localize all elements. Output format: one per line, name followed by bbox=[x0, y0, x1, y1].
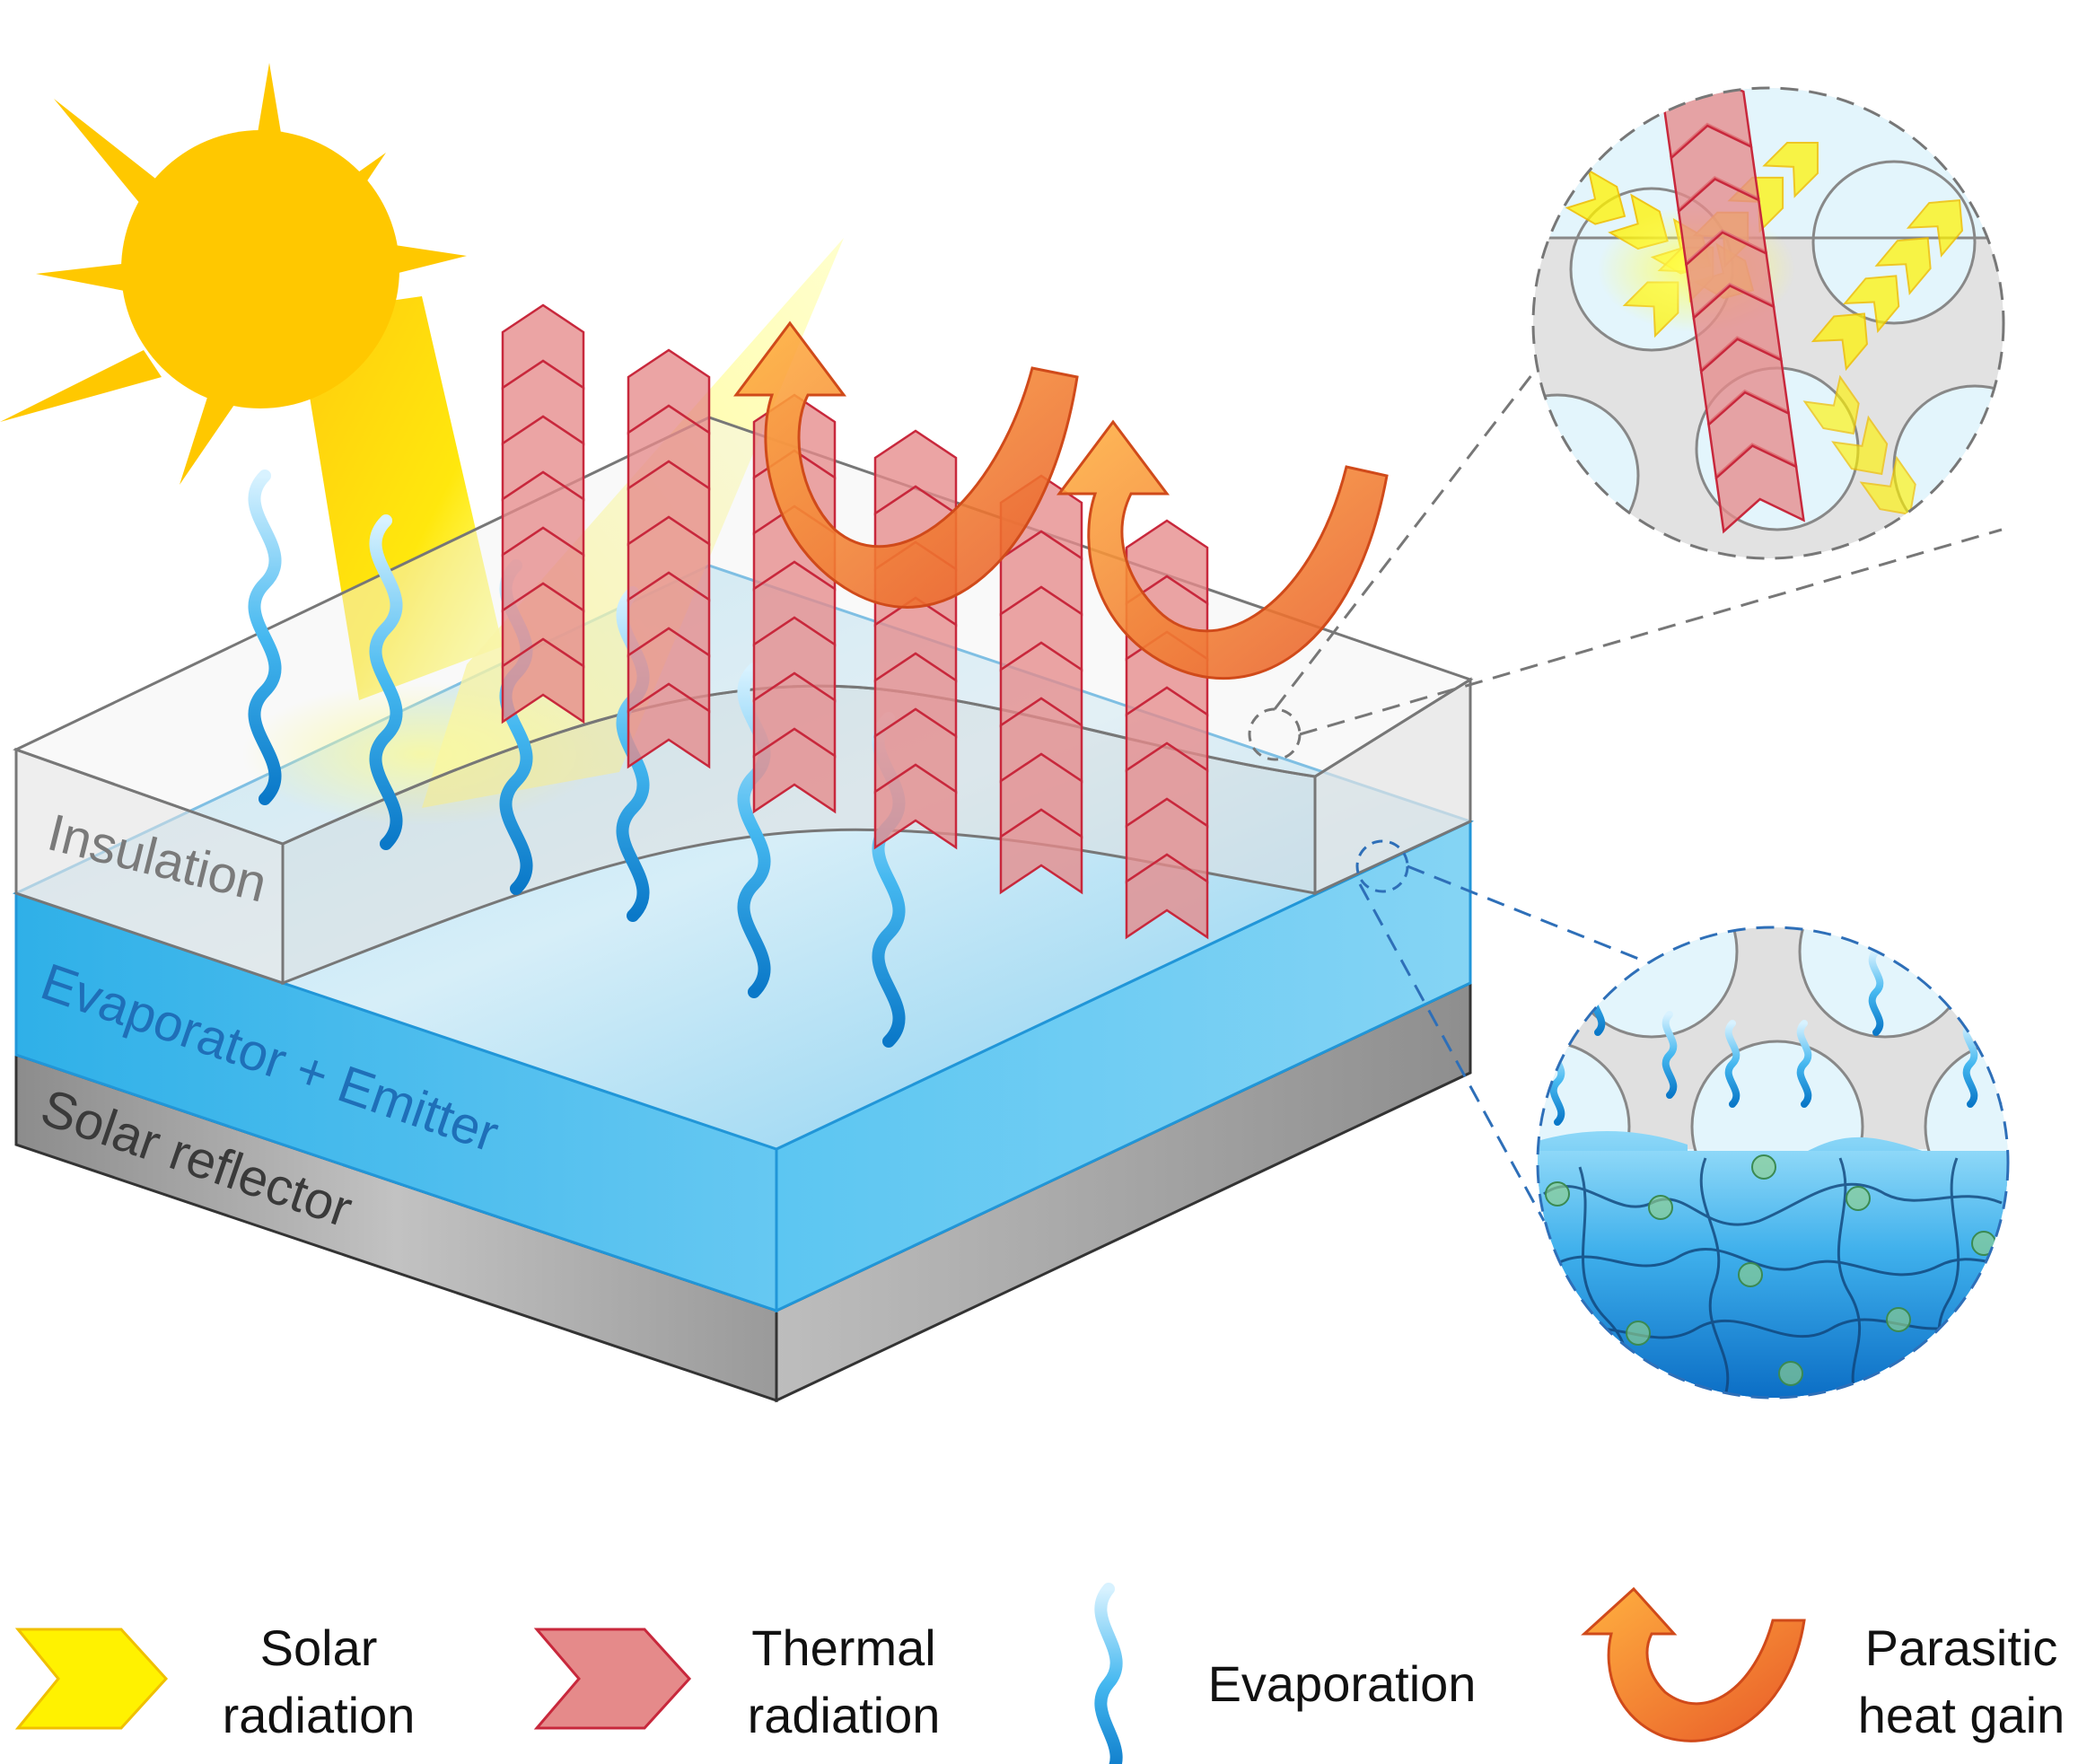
legend-parasitic-line2: heat gain bbox=[1858, 1687, 2065, 1743]
legend-item-solar: Solar radiation bbox=[14, 1619, 416, 1743]
thermal-column bbox=[1125, 519, 1209, 939]
legend: Solar radiation Thermal radiation Evapor… bbox=[14, 1583, 2065, 1764]
legend-item-parasitic: Parasitic heat gain bbox=[1581, 1586, 2065, 1743]
sun-icon bbox=[0, 63, 467, 485]
parasitic-heat-arrows bbox=[733, 320, 1389, 680]
legend-solar-line1: Solar bbox=[260, 1619, 378, 1676]
thermal-column bbox=[627, 348, 711, 768]
legend-item-evaporation: Evaporation bbox=[1094, 1583, 1477, 1764]
thermal-column bbox=[873, 429, 958, 849]
insulation-zoom-inset bbox=[1531, 86, 2005, 560]
evaporator-layer bbox=[12, 564, 1475, 1313]
evaporator-zoom-inset bbox=[1536, 926, 2010, 1400]
legend-thermal-line1: Thermal bbox=[751, 1619, 935, 1676]
parasitic-curved-arrow-icon bbox=[1581, 1586, 1806, 1742]
legend-thermal-line2: radiation bbox=[748, 1687, 941, 1743]
parasitic-curved-arrow-icon bbox=[1057, 419, 1389, 680]
parasitic-curved-arrow-icon bbox=[733, 320, 1079, 609]
thermal-column bbox=[501, 303, 585, 724]
legend-evaporation-line1: Evaporation bbox=[1208, 1655, 1477, 1712]
legend-parasitic-line1: Parasitic bbox=[1865, 1619, 2058, 1676]
legend-solar-line2: radiation bbox=[223, 1687, 416, 1743]
solar-chevron-icon bbox=[14, 1628, 169, 1730]
legend-item-thermal: Thermal radiation bbox=[533, 1619, 941, 1743]
evaporation-wave-icon bbox=[1094, 1583, 1123, 1764]
thermal-chevron-icon bbox=[533, 1628, 692, 1730]
